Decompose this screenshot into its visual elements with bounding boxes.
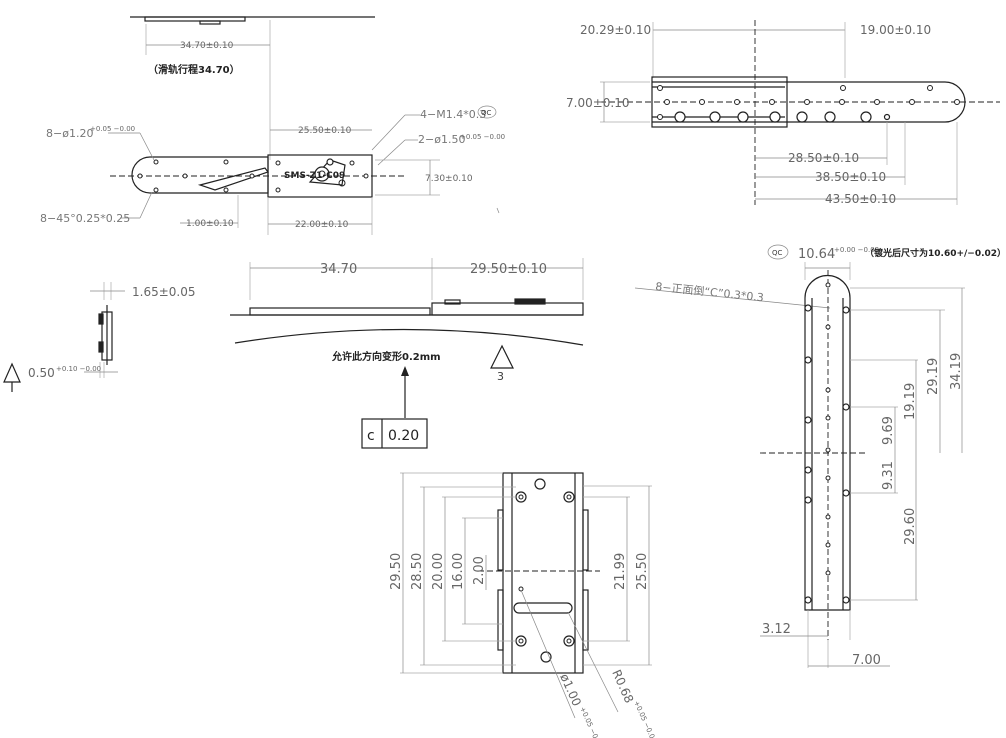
plate-hole-tolerance: +0.05 −0.00	[578, 706, 604, 738]
width-dimension: 1.65±0.05	[132, 285, 196, 299]
rail-dim-f: 29.60	[903, 508, 918, 545]
flatness-frame	[361, 418, 428, 449]
slide-holes	[137, 159, 369, 193]
dimension-38-50: 38.50±0.10	[815, 170, 886, 184]
top-left-view: 34.70±0.10 （滑轨行程34.70）	[40, 16, 505, 235]
hole-b-dimension: 2−ø1.50	[418, 133, 465, 146]
top-right-view: 20.29±0.10 19.00±0.10	[566, 20, 1000, 206]
plate-dim-g: 25.50	[635, 553, 650, 590]
rail-width-dimension: 10.64	[798, 247, 835, 262]
cam-mechanism	[308, 158, 346, 186]
plate-hole-dimension: ø1.00	[557, 672, 584, 709]
plate-dim-c: 20.00	[431, 553, 446, 590]
height-dimension: 7.30±0.10	[425, 174, 473, 184]
plate-dim-f: 21.99	[613, 553, 628, 590]
plate-dim-b: 28.50	[410, 553, 425, 590]
rail-dim-c: 19.19	[903, 383, 918, 420]
rail-holes	[657, 85, 960, 123]
plate-dim-d: 16.00	[451, 553, 466, 590]
plate-dim-a: 29.50	[389, 553, 404, 590]
qc-badge-2	[767, 244, 789, 260]
rail-dim-g: 3.12	[762, 622, 791, 637]
datum-triangle-icon-2	[490, 344, 514, 369]
chamfer-note: 8−正面倒“C”0.3*0.3	[655, 280, 765, 304]
qc-badge-2-label: QC	[772, 249, 783, 257]
plating-note: （镀光后尺寸为10.60+/−0.02）	[865, 247, 1006, 259]
plate-outline	[497, 472, 589, 674]
part-label: SMS-Z1-C09	[284, 171, 345, 181]
right-dimension: 19.00±0.10	[860, 23, 931, 37]
arrow-up-icon	[401, 366, 409, 376]
thickness-dimension: 0.50	[28, 366, 55, 380]
end-profile	[98, 305, 113, 365]
end-view: 1.65±0.05 0.50 +0.10 −0.00	[3, 282, 196, 392]
side-profile	[230, 298, 584, 316]
plate-radius-tolerance: +0.05 −0.00	[632, 700, 658, 738]
side-left-dimension: 34.70	[320, 262, 357, 277]
dimension-28-50: 28.50±0.10	[788, 151, 859, 165]
flatness-symbol: c	[367, 428, 375, 444]
rail-outline	[804, 274, 851, 611]
small-dimension: 1.00±0.10	[186, 219, 234, 229]
mid-dimension: 25.50±0.10	[298, 126, 352, 136]
retracted-rail-outline	[130, 16, 375, 25]
side-right-dimension: 29.50±0.10	[470, 262, 547, 277]
rail-holes-2	[804, 282, 850, 604]
deformation-arc	[234, 328, 584, 346]
bottom-dimension: 22.00±0.10	[295, 220, 349, 230]
side-view: 34.70 29.50±0.10 允许此方向变形0.2mm 3 c 0.20	[230, 258, 584, 449]
qc-badge-label: QC	[481, 109, 492, 117]
rail-dim-b: 29.19	[926, 358, 941, 395]
hole-b-tolerance: +0.05 −0.00	[460, 133, 505, 141]
plate-holes	[515, 478, 575, 663]
deform-note: 允许此方向变形0.2mm	[331, 350, 441, 363]
rail-dim-a: 34.19	[949, 353, 964, 390]
rail-width-tolerance: +0.00 −0.03	[834, 246, 879, 254]
thickness-tolerance: +0.10 −0.00	[56, 365, 101, 373]
rail-dim-h: 7.00	[852, 653, 881, 668]
hole-a-tolerance: +0.05 −0.00	[90, 125, 135, 133]
plate-dim-e: 2.00	[472, 556, 487, 585]
left-dimension: 20.29±0.10	[580, 23, 651, 37]
rail-dim-d: 9.69	[881, 416, 896, 445]
plate-view: 29.50 28.50 20.00 16.00 2.00 21.99 25.50…	[389, 472, 658, 738]
height-dimension-2: 7.00±0.10	[566, 96, 630, 110]
flatness-value: 0.20	[388, 428, 419, 444]
rail-view: QC 10.64 +0.00 −0.03 （镀光后尺寸为10.60+/−0.02…	[634, 244, 1006, 668]
rail-dim-e: 9.31	[881, 461, 896, 490]
stroke-note: （滑轨行程34.70）	[148, 63, 240, 76]
stroke-dimension: 34.70±0.10	[180, 41, 234, 51]
datum-label: 3	[497, 370, 504, 383]
dimension-43-50: 43.50±0.10	[825, 192, 896, 206]
plate-radius-dimension: R0.68	[609, 668, 636, 706]
hole-a-dimension: 8−ø1.20	[46, 127, 93, 140]
qc-badge	[477, 105, 497, 119]
thread-dimension: 4−M1.4*0.3	[420, 108, 486, 121]
chamfer-dimension: 8−45°0.25*0.25	[40, 212, 130, 225]
datum-triangle-icon	[3, 362, 21, 383]
